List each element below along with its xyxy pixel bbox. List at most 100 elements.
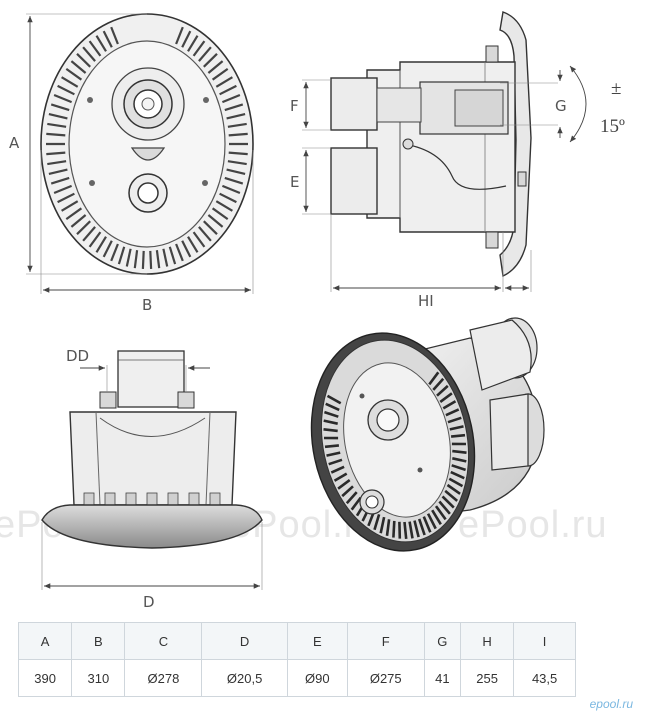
grille-slot — [226, 168, 246, 175]
watermark-3: ePool.ru — [458, 504, 608, 546]
grille-slot — [155, 250, 161, 269]
iso-grille-slot — [326, 451, 341, 457]
grille-slot — [187, 35, 199, 52]
iso-grille-slot — [422, 516, 432, 533]
front-grille — [46, 26, 248, 269]
body-slot — [167, 492, 179, 506]
grille-slot — [207, 214, 224, 228]
grille-slot — [207, 60, 224, 74]
top-tab — [177, 391, 195, 409]
grille-slot — [227, 122, 247, 128]
dim-label-hi: HI — [418, 292, 434, 310]
grille-slot — [211, 68, 229, 81]
iso-grille-slot — [328, 458, 343, 466]
grille-slot — [228, 151, 248, 156]
grille-slot — [175, 243, 184, 262]
iso-grille-slot — [341, 485, 354, 498]
grille-slot — [198, 46, 212, 62]
iso-grille-slot — [413, 520, 420, 538]
grille-slot — [211, 207, 229, 220]
grille-slot — [224, 103, 244, 112]
body-slot — [125, 492, 137, 506]
iso-grille-slot — [417, 518, 426, 536]
front-inner-plate — [68, 40, 226, 248]
specs-value-cell: 310 — [71, 659, 126, 697]
grille-slot — [47, 160, 67, 166]
specs-header-cell: D — [201, 622, 288, 660]
dim-label-f: F — [290, 97, 299, 115]
iso-grille-slot — [439, 392, 453, 403]
iso-grille-slot — [452, 457, 467, 463]
iso-front-plate — [343, 362, 451, 518]
grille-slot — [50, 176, 70, 185]
grille-slot — [57, 192, 75, 204]
grille-slot — [61, 200, 79, 212]
iso-grille-slot — [350, 496, 362, 511]
iso-grille-slot — [431, 509, 442, 525]
top-tab — [99, 391, 117, 409]
iso-grille-slot — [444, 489, 459, 502]
specs-header-cell: A — [17, 622, 73, 660]
specs-value-cell: Ø278 — [124, 659, 203, 697]
technical-drawing: A B F E — [9, 11, 625, 611]
iso-grille-slot — [323, 419, 338, 425]
side-clip — [485, 45, 499, 63]
front-lamp-center — [141, 97, 155, 111]
specs-header-cell: E — [286, 622, 348, 660]
top-body-curve — [99, 417, 206, 437]
grille-slot — [219, 84, 237, 96]
angle-value: 15º — [600, 116, 625, 137]
angle-plus-minus: ± — [611, 78, 621, 99]
iso-grille-slot — [446, 483, 461, 495]
grille-slot — [76, 53, 91, 68]
grille-slot — [192, 231, 206, 248]
specs-value-cell: Ø90 — [286, 659, 348, 697]
specs-table: A B C D E F G H I 390 310 Ø278 Ø20,5 Ø90… — [17, 622, 576, 697]
iso-grille-slot — [428, 371, 440, 386]
specs-value-row: 390 310 Ø278 Ø20,5 Ø90 Ø275 41 255 43,5 — [17, 659, 576, 697]
grille-slot — [110, 26, 119, 45]
grille-slot — [102, 240, 113, 258]
specs-value-cell: 255 — [459, 659, 515, 697]
grille-slot — [133, 250, 139, 269]
specs-header-cell: B — [71, 622, 126, 660]
grille-slot — [215, 200, 233, 212]
front-screw — [203, 97, 209, 103]
grille-slot — [95, 236, 107, 253]
iso-nozzle-inner — [365, 495, 379, 509]
grille-slot — [57, 84, 75, 96]
front-screw — [202, 180, 208, 186]
iso-grille-slot — [450, 470, 465, 480]
grille-slot — [61, 76, 79, 88]
side-clip — [485, 231, 499, 249]
top-rim — [41, 504, 263, 549]
top-view: DD D — [41, 347, 263, 611]
grille-slot — [46, 132, 66, 137]
iso-screw — [359, 393, 365, 399]
body-slot — [146, 492, 158, 506]
grille-slot — [48, 113, 68, 120]
side-clip — [517, 171, 527, 187]
dim-label-d: D — [143, 593, 155, 611]
grille-slot — [102, 30, 113, 48]
iso-grille-slot — [438, 500, 451, 515]
iso-grille-slot — [326, 394, 342, 405]
iso-grille-slot — [445, 408, 460, 417]
grille-slot — [88, 40, 102, 57]
grille-slot — [82, 226, 96, 242]
body-slot — [209, 492, 221, 506]
iso-grille-slot — [447, 416, 462, 424]
iso-grille-slot — [323, 428, 338, 433]
perspective-view — [310, 317, 545, 552]
side-flange — [499, 11, 532, 278]
grille-slot — [181, 240, 192, 258]
grille-slot — [125, 248, 132, 267]
grille-slot — [227, 160, 247, 166]
grille-slot — [82, 46, 96, 62]
iso-grille-slot — [441, 495, 455, 509]
iso-grille-slot — [442, 400, 457, 410]
grille-slot — [168, 246, 177, 265]
grille-slot — [187, 236, 199, 253]
grille-slot — [224, 176, 244, 185]
grille-slot — [221, 184, 241, 195]
